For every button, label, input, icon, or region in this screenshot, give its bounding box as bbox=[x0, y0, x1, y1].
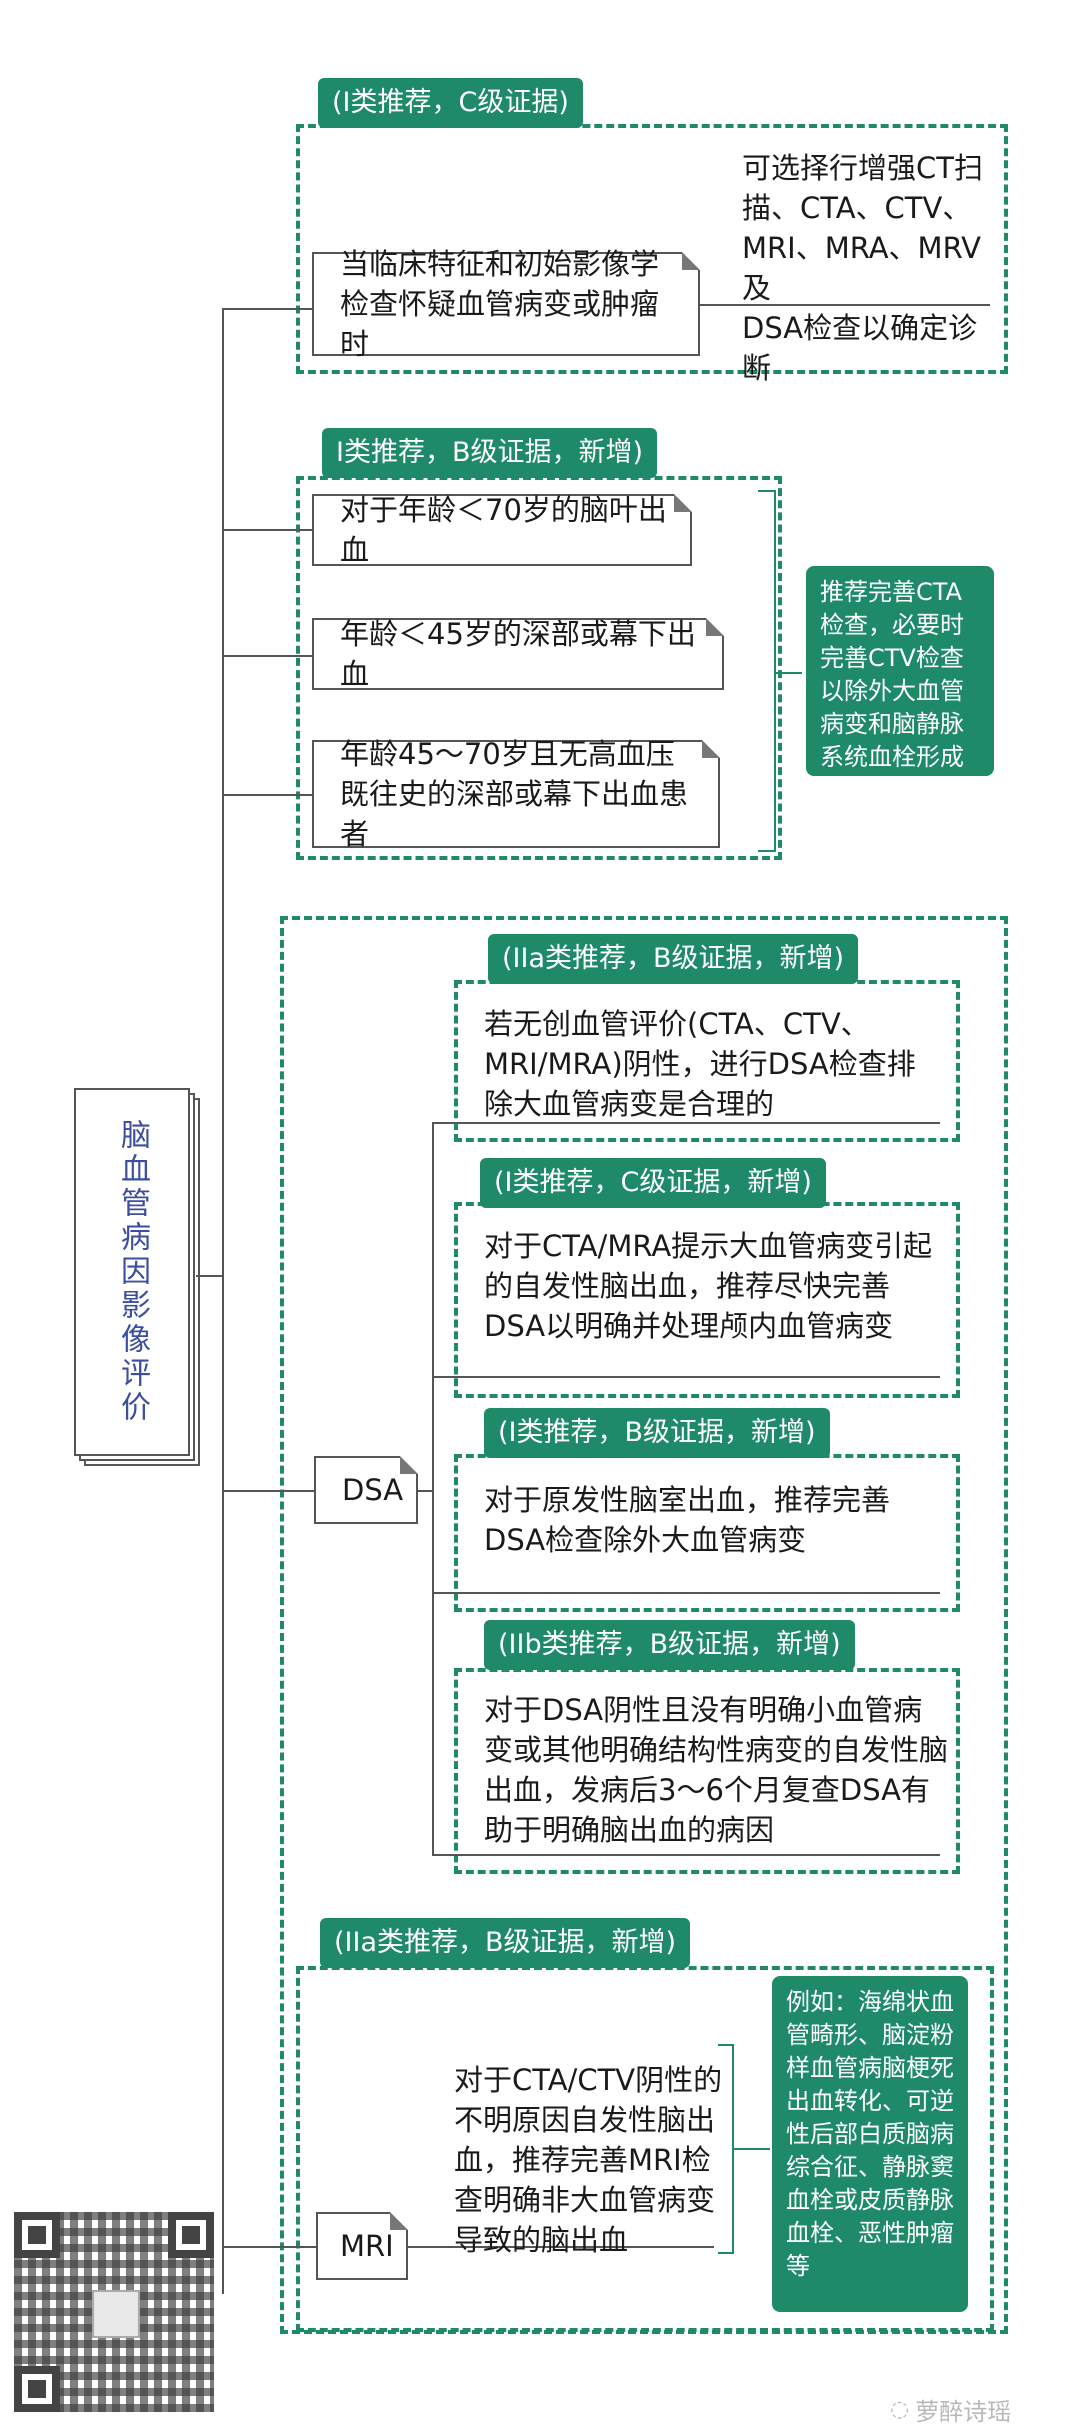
dsa-block3-tag: (I类推荐，B级证据，新增) bbox=[484, 1408, 830, 1458]
dsa-block2-frame bbox=[454, 1202, 960, 1398]
qr-finder-tl bbox=[14, 2212, 60, 2258]
root-card: 脑血管病因影像评价 bbox=[74, 1088, 190, 1456]
section2-bracket bbox=[758, 490, 776, 852]
section2-branch-3 bbox=[222, 794, 312, 796]
mri-bracket-tick bbox=[734, 2148, 770, 2150]
section1-frame bbox=[296, 124, 1008, 374]
root-trunk bbox=[222, 308, 224, 2294]
dsa-block3-text: 对于原发性脑室出血，推荐完善DSA检查除外大血管病变 bbox=[484, 1483, 891, 1557]
mri-text: 对于CTA/CTV阴性的不明原因自发性脑出血，推荐完善MRI检查明确非大血管病变… bbox=[454, 2063, 723, 2257]
qr-finder-bl bbox=[14, 2366, 60, 2412]
mri-example: 例如：海绵状血管畸形、脑淀粉样血管病脑梗死出血转化、可逆性后部白质脑病综合征、静… bbox=[772, 1976, 968, 2312]
dsa-sub-trunk bbox=[432, 1124, 434, 1856]
dsa-block1-frame bbox=[454, 980, 960, 1142]
dsa-frame bbox=[280, 916, 1008, 2334]
section2-recommendation: 推荐完善CTA检查，必要时完善CTV检查以除外大血管病变和脑静脉系统血栓形成 bbox=[806, 566, 994, 776]
section2-bracket-tick bbox=[776, 672, 802, 674]
section1-branch bbox=[222, 308, 312, 310]
section1-recommendation: 可选择行增强CT扫 描、CTA、CTV、 MRI、MRA、MRV及 DSA检查以… bbox=[742, 151, 983, 385]
root-title: 脑血管病因影像评价 bbox=[115, 1119, 150, 1425]
dsa-block4-frame bbox=[454, 1668, 960, 1874]
mri-bracket bbox=[718, 2044, 734, 2254]
dsa-block1-tag: (IIa类推荐，B级证据，新增) bbox=[488, 934, 859, 984]
section2-item-2: 年龄＜45岁的深部或幕下出血 bbox=[312, 617, 724, 691]
section1-condition-card: 当临床特征和初始影像学检查怀疑血管病变或肿瘤时 bbox=[312, 247, 700, 361]
dsa-block1-text: 若无创血管评价(CTA、CTV、MRI/MRA)阴性，进行DSA检查排除大血管病… bbox=[484, 1007, 916, 1121]
section2-tag: I类推荐，B级证据，新增) bbox=[322, 428, 658, 478]
dsa-block4-text: 对于DSA阴性且没有明确小血管病变或其他明确结构性病变的自发性脑出血，发病后3～… bbox=[484, 1693, 949, 1847]
dsa-block3-frame bbox=[454, 1454, 960, 1612]
mri-label-card: MRI bbox=[316, 2212, 408, 2280]
section1-tag: (I类推荐，C级证据) bbox=[318, 78, 583, 128]
section2-branch-1 bbox=[222, 529, 312, 531]
section1-underline bbox=[700, 304, 990, 306]
section2-branch-2 bbox=[222, 655, 312, 657]
dsa-branch bbox=[222, 1490, 314, 1492]
dsa-block2-tag: (I类推荐，C级证据，新增) bbox=[480, 1158, 826, 1208]
dsa-block1-underline bbox=[432, 1122, 940, 1124]
mri-frame bbox=[296, 1966, 994, 2332]
wechat-icon: ◌ bbox=[890, 2397, 910, 2422]
mri-branch bbox=[222, 2246, 316, 2248]
dsa-block4-underline bbox=[432, 1854, 940, 1856]
dsa-block3-underline bbox=[432, 1592, 940, 1594]
section2-item-1: 对于年龄＜70岁的脑叶出血 bbox=[312, 493, 692, 567]
dsa-label-card: DSA bbox=[314, 1456, 418, 1524]
dsa-block2-text: 对于CTA/MRA提示大血管病变引起的自发性脑出血，推荐尽快完善DSA以明确并处… bbox=[484, 1229, 933, 1343]
mri-tag: (IIa类推荐，B级证据，新增) bbox=[320, 1918, 691, 1968]
watermark: ◌ 萝醉诗瑶 bbox=[890, 2397, 1012, 2426]
dsa-block2-underline bbox=[432, 1376, 940, 1378]
section2-frame bbox=[296, 476, 782, 860]
mri-underline bbox=[408, 2246, 714, 2248]
qr-finder-tr bbox=[168, 2212, 214, 2258]
section2-item-3: 年龄45～70岁且无高血压既往史的深部或幕下出血患者 bbox=[312, 737, 720, 851]
dsa-block4-tag: (IIb类推荐，B级证据，新增) bbox=[484, 1620, 855, 1670]
dsa-label-link bbox=[418, 1490, 432, 1492]
root-connector bbox=[196, 1275, 222, 1277]
qr-center-logo bbox=[92, 2290, 140, 2338]
